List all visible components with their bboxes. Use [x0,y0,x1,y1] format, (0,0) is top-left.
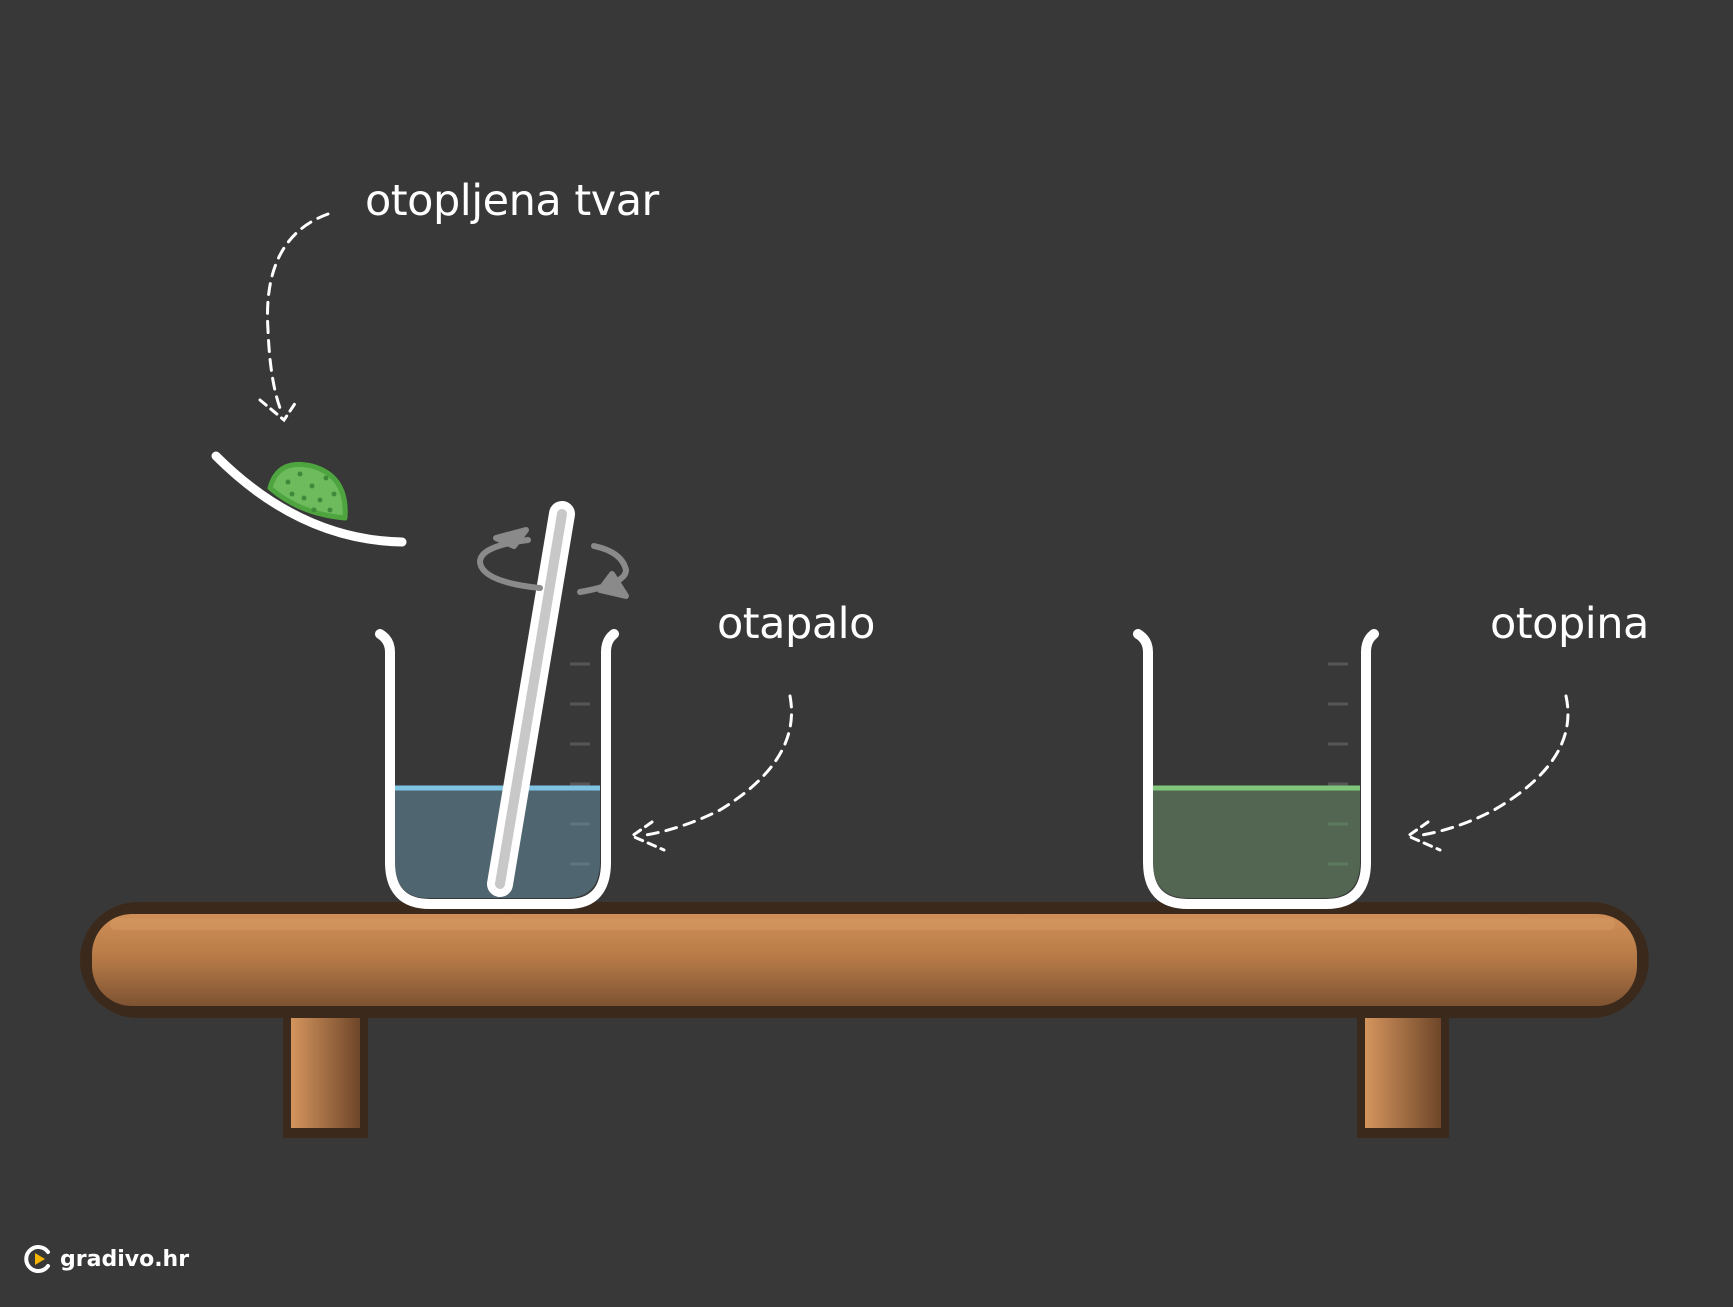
label-solvent: otapalo [717,599,875,649]
brand-name: gradivo.hr [60,1246,190,1272]
solution-liquid [1153,786,1360,898]
brand-logo: gradivo.hr [24,1244,189,1274]
arrow-solvent [628,694,793,852]
label-solute: otopljena tvar [365,176,659,226]
arrow-solution [1404,694,1570,852]
label-solution: otopina [1490,599,1649,649]
solute-spoon [211,451,407,547]
arrow-solute [258,212,330,423]
stirring-rod [487,501,575,897]
solute-granules [267,461,348,521]
gradivo-logo-icon [24,1245,50,1273]
table [80,902,1649,1138]
beaker-solution [1133,629,1379,909]
rotation-arrow-icon [477,527,629,599]
